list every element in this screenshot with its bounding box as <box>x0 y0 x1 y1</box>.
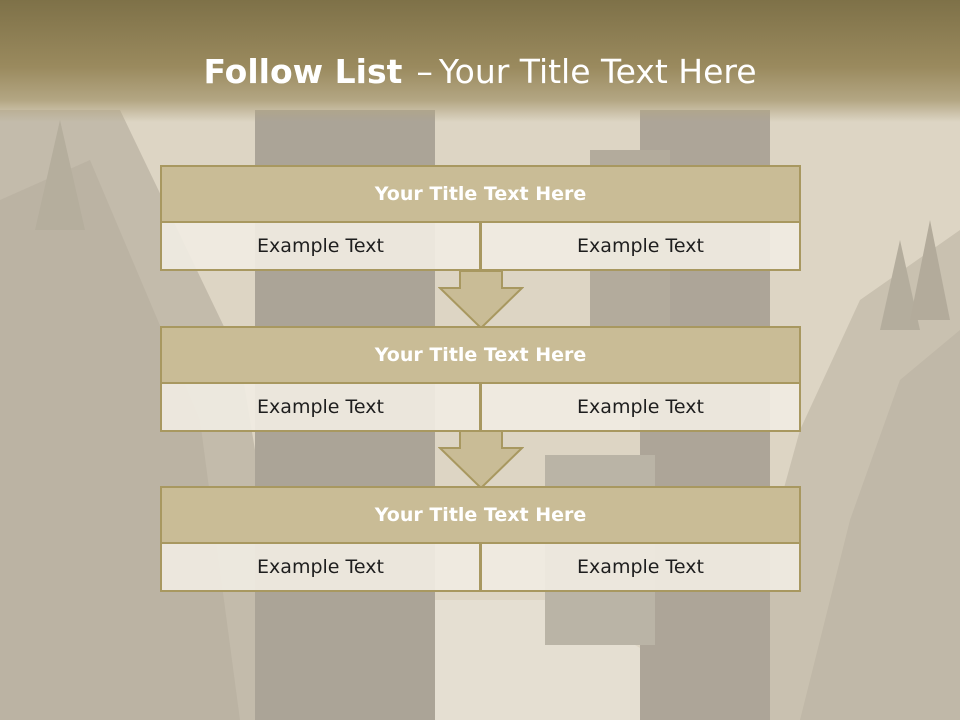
down-arrow-icon <box>438 270 524 330</box>
block-cell-right: Example Text <box>480 221 801 271</box>
block-cell-left: Example Text <box>160 221 481 271</box>
block-cell-left: Example Text <box>160 382 481 432</box>
list-block-2: Your Title Text Here Example Text Exampl… <box>160 326 801 432</box>
slide-title: Follow List–Your Title Text Here <box>0 52 960 91</box>
list-block-1: Your Title Text Here Example Text Exampl… <box>160 165 801 271</box>
down-arrow-icon <box>438 430 524 490</box>
list-block-3: Your Title Text Here Example Text Exampl… <box>160 486 801 592</box>
slide-title-main: Follow List <box>203 52 403 91</box>
block-title: Your Title Text Here <box>160 326 801 384</box>
block-cell-left: Example Text <box>160 542 481 592</box>
block-title: Your Title Text Here <box>160 165 801 223</box>
slide-title-sub: Your Title Text Here <box>438 52 757 91</box>
block-title: Your Title Text Here <box>160 486 801 544</box>
block-cell-right: Example Text <box>480 382 801 432</box>
title-band <box>0 0 960 122</box>
block-cell-right: Example Text <box>480 542 801 592</box>
slide-title-dash: – <box>416 52 433 91</box>
